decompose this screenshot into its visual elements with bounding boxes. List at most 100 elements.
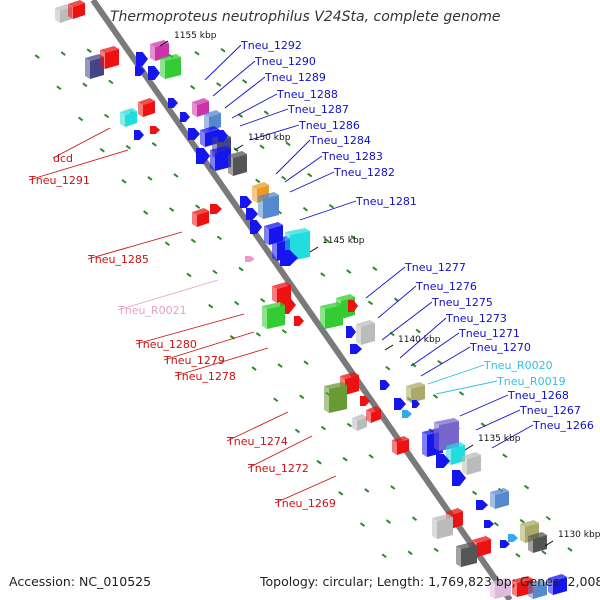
strand-tick bbox=[216, 235, 222, 241]
gene-block bbox=[138, 98, 155, 117]
gene-block bbox=[366, 406, 381, 423]
strand-tick bbox=[302, 206, 309, 212]
strand-tick bbox=[328, 203, 335, 209]
label-leader bbox=[226, 411, 289, 442]
gene-arrow bbox=[240, 196, 252, 208]
scale-tick bbox=[309, 246, 319, 253]
label-leader bbox=[212, 60, 256, 97]
gene-block bbox=[462, 452, 481, 475]
gene-label: Tneu_1292 bbox=[240, 39, 302, 52]
scale-tick bbox=[234, 144, 244, 151]
gene-label: Tneu_1272 bbox=[247, 462, 309, 475]
strand-tick bbox=[34, 54, 40, 59]
strand-tick bbox=[567, 547, 573, 552]
strand-tick bbox=[242, 79, 248, 84]
gene-block bbox=[432, 514, 453, 539]
strand-tick bbox=[407, 550, 413, 556]
gene-label: Tneu_1274 bbox=[226, 435, 288, 448]
gene-arrow bbox=[210, 204, 222, 214]
gene-arrow bbox=[180, 112, 190, 122]
gene-arrow bbox=[500, 540, 510, 548]
gene-arrow bbox=[508, 534, 518, 542]
label-leader bbox=[204, 44, 242, 81]
strand-tick bbox=[515, 553, 521, 558]
gene-label: Tneu_1267 bbox=[519, 404, 581, 417]
strand-tick bbox=[411, 516, 418, 521]
strand-tick bbox=[346, 269, 352, 274]
label-leader bbox=[239, 108, 289, 127]
strand-tick bbox=[320, 425, 327, 431]
gene-arrow bbox=[436, 454, 450, 468]
gene-arrow bbox=[148, 66, 160, 80]
gene-arrow bbox=[136, 52, 148, 66]
label-leader bbox=[284, 155, 323, 183]
strand-tick bbox=[77, 116, 84, 122]
strand-tick bbox=[390, 485, 396, 490]
gene-label: Tneu_R0021 bbox=[117, 304, 187, 317]
strand-tick bbox=[82, 82, 88, 88]
strand-tick bbox=[294, 428, 301, 434]
gene-label: Tneu_1277 bbox=[404, 261, 466, 274]
gene-label: Tneu_1284 bbox=[309, 134, 371, 147]
gene-label: Tneu_1289 bbox=[264, 71, 326, 84]
strand-tick bbox=[364, 488, 370, 493]
accession-text: Accession: NC_010525 bbox=[9, 574, 152, 589]
gene-arrow bbox=[150, 126, 160, 134]
gene-arrow bbox=[348, 300, 358, 312]
strand-tick bbox=[255, 332, 261, 337]
strand-tick bbox=[151, 141, 157, 147]
gene-block bbox=[258, 192, 279, 219]
strand-tick bbox=[385, 365, 391, 371]
strand-tick bbox=[342, 456, 348, 462]
gene-label: Tneu_R0020 bbox=[483, 359, 553, 372]
genome-title: Thermoproteus neutrophilus V24Sta, compl… bbox=[110, 9, 501, 25]
strand-tick bbox=[519, 518, 525, 524]
gene-block bbox=[68, 0, 85, 19]
strand-tick bbox=[493, 521, 499, 527]
strand-tick bbox=[220, 47, 226, 53]
strand-tick bbox=[212, 269, 218, 275]
strand-tick bbox=[320, 272, 326, 277]
strand-tick bbox=[541, 550, 547, 555]
gene-features bbox=[55, 0, 567, 599]
strand-tick bbox=[186, 272, 192, 278]
strand-tick bbox=[502, 453, 508, 459]
strand-tick bbox=[251, 366, 257, 371]
strand-tick bbox=[259, 144, 265, 150]
strand-tick bbox=[303, 360, 309, 365]
strand-tick bbox=[437, 359, 443, 365]
label-leader-lines bbox=[28, 44, 534, 504]
label-leader bbox=[174, 347, 269, 377]
label-leader bbox=[435, 380, 498, 395]
strand-tick bbox=[307, 172, 313, 178]
scale-label: 1140 kbp bbox=[398, 335, 441, 345]
strand-tick bbox=[121, 179, 127, 184]
gene-arrow bbox=[294, 316, 304, 326]
label-leader bbox=[224, 76, 266, 109]
strand-tick bbox=[108, 79, 114, 85]
gene-block bbox=[392, 436, 409, 455]
strand-tick bbox=[545, 515, 551, 521]
strand-tick bbox=[125, 144, 131, 150]
gene-block bbox=[324, 382, 347, 413]
gene-labels: Tneu_1292Tneu_1290Tneu_1289Tneu_1288Tneu… bbox=[28, 39, 594, 510]
gene-arrow bbox=[476, 500, 488, 510]
gene-block bbox=[528, 532, 547, 553]
gene-arrow bbox=[484, 520, 494, 528]
strand-tick bbox=[385, 519, 392, 524]
gene-arrow bbox=[218, 130, 228, 142]
gene-label: Tneu_1283 bbox=[321, 150, 383, 163]
strand-tick bbox=[86, 48, 92, 53]
gene-arrow bbox=[245, 256, 255, 262]
strand-tick bbox=[273, 397, 279, 403]
strand-tick bbox=[432, 394, 439, 399]
gene-block bbox=[446, 442, 465, 465]
gene-label: Tneu_R0019 bbox=[496, 375, 566, 388]
strand-tick bbox=[367, 300, 374, 306]
label-leader bbox=[399, 317, 447, 359]
gene-arrow bbox=[246, 208, 258, 220]
gene-arrow bbox=[135, 66, 145, 76]
gene-arrow bbox=[280, 250, 298, 266]
genome-summary-text: Topology: circular; Length: 1,769,823 bp… bbox=[260, 574, 600, 589]
